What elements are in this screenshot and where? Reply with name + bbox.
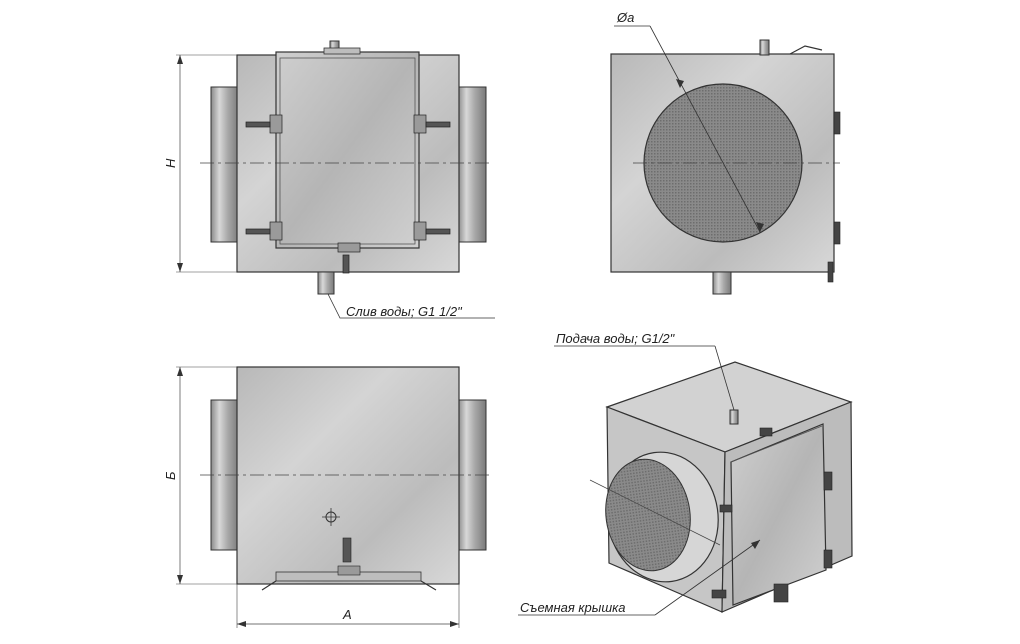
isometric-view: Подача воды; G1/2" Съемная крышка	[518, 331, 853, 616]
dim-depth: Б	[163, 471, 178, 480]
latch-icon	[245, 114, 451, 274]
front-view: H Слив воды; G1 1/2"	[163, 40, 495, 319]
drain-fitting	[317, 271, 335, 295]
dim-width: A	[342, 607, 352, 622]
supply-label: Подача воды; G1/2"	[556, 331, 676, 346]
right-pipe	[457, 86, 487, 243]
left-pipe	[210, 86, 240, 243]
front-cover	[275, 51, 420, 249]
iso-cover	[730, 423, 827, 606]
dim-height: H	[163, 158, 178, 168]
cover-label: Съемная крышка	[520, 600, 626, 615]
diameter-label: Øa	[616, 10, 634, 25]
drain-label: Слив воды; G1 1/2"	[346, 304, 463, 319]
side-view: Øa	[610, 10, 841, 295]
top-view: Б A	[163, 366, 492, 628]
